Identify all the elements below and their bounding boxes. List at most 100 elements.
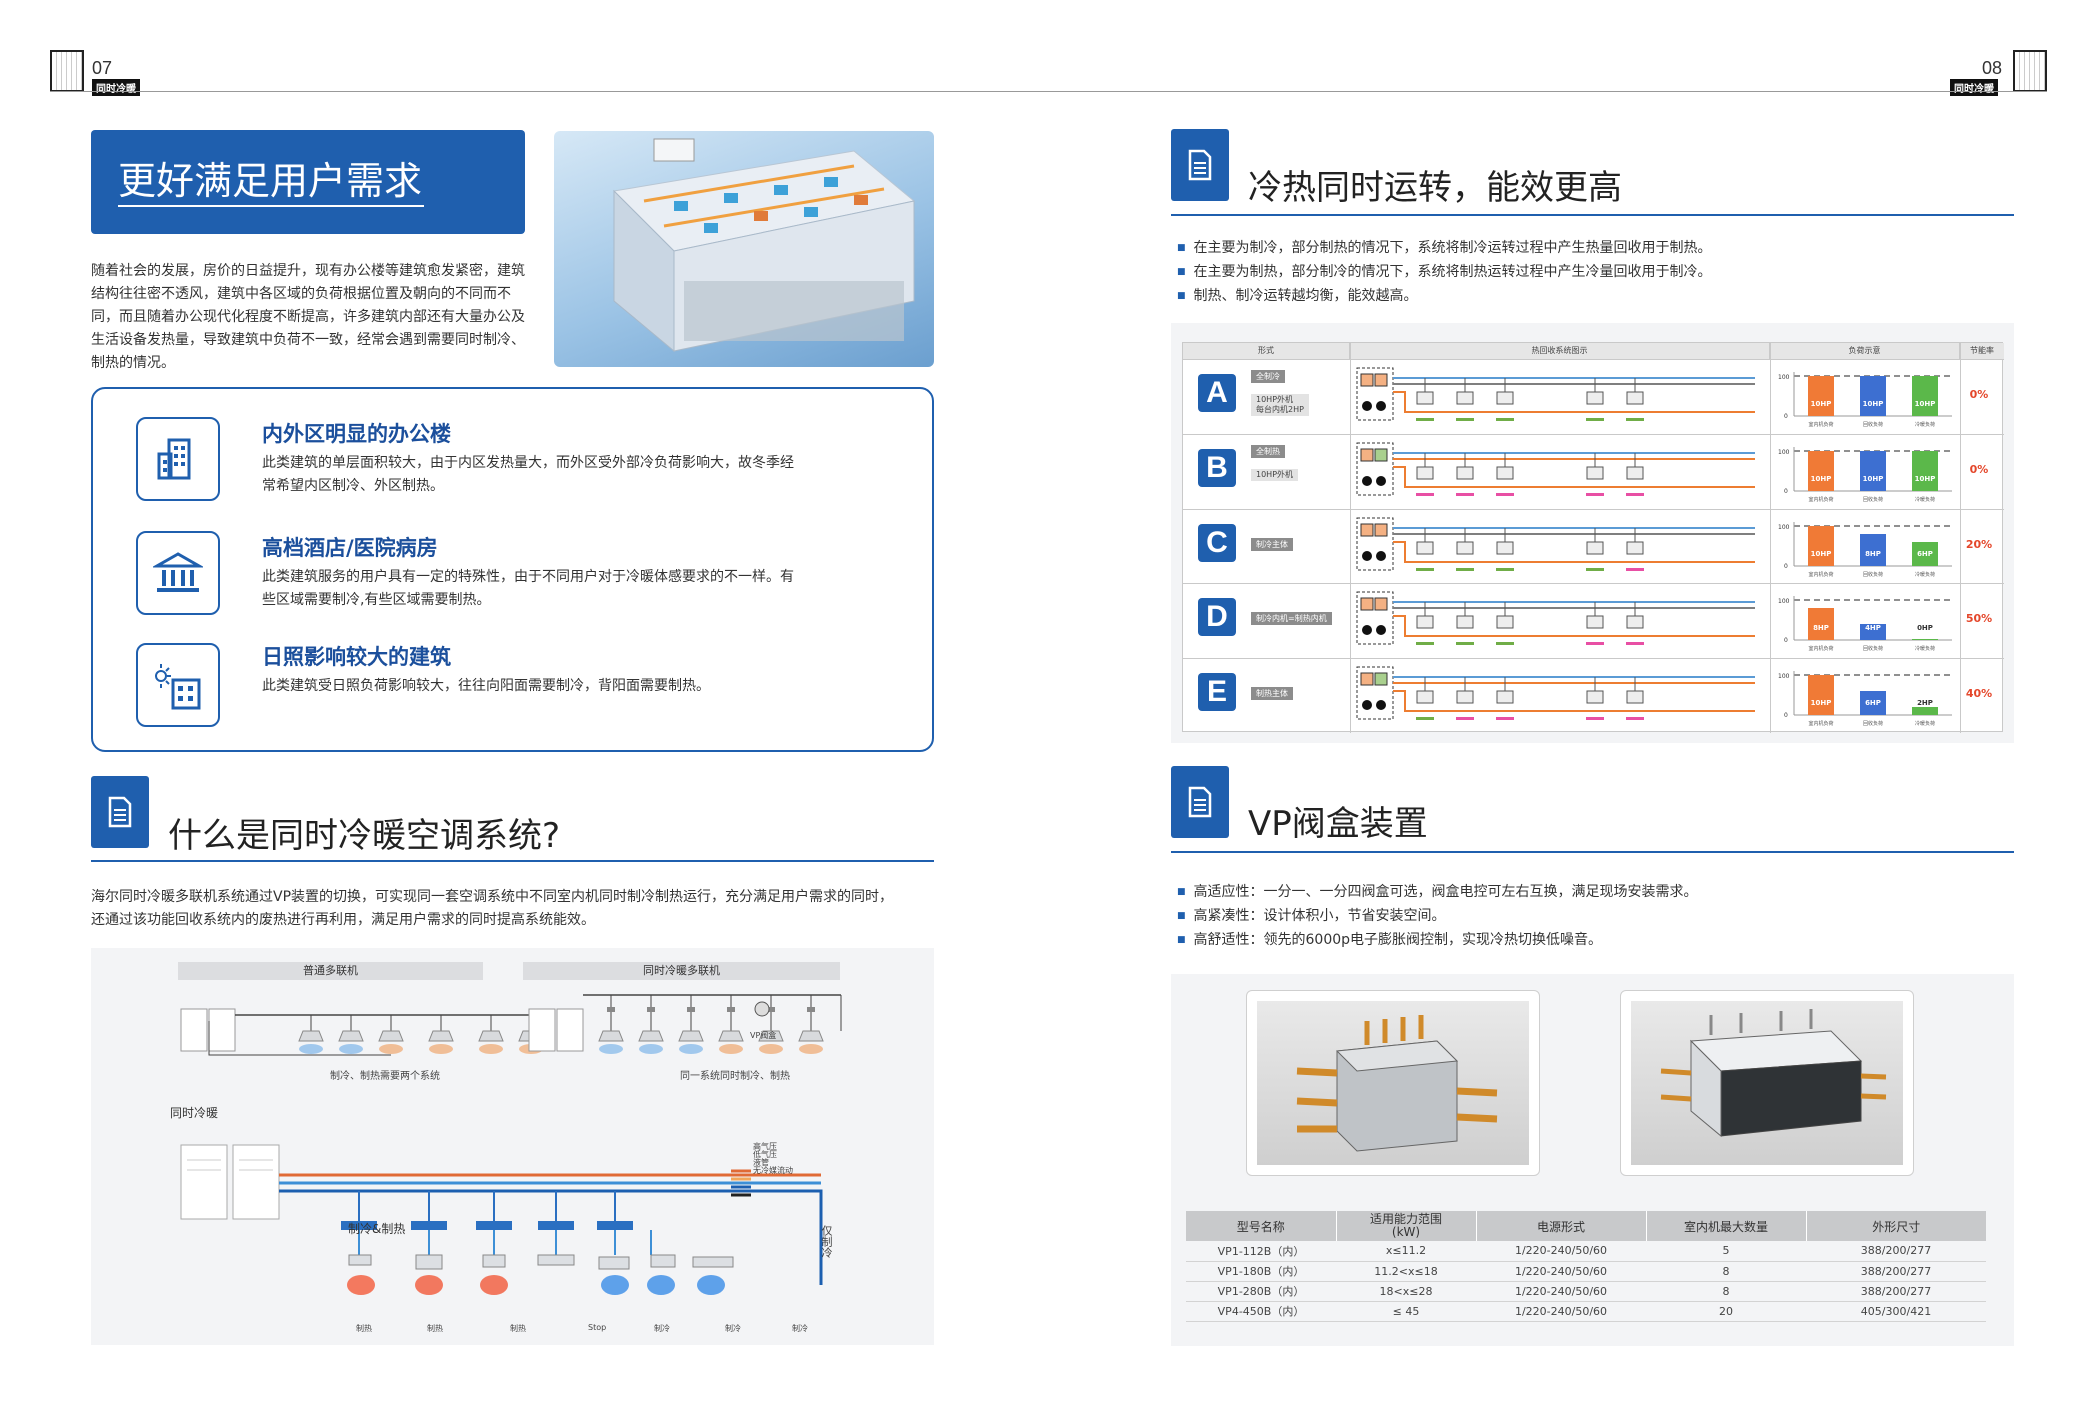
unit-label-7: 制冷 [792, 1324, 808, 1333]
load-bar [1808, 608, 1834, 641]
mode-letter: C [1198, 523, 1236, 562]
system-title: 什么是同时冷暖空调系统? [168, 816, 561, 856]
mode-col-diagram: 热回收系统图示 [1350, 343, 1770, 359]
col-model: 型号名称 [1186, 1211, 1337, 1241]
case-title-office: 内外区明显的办公楼 [262, 422, 451, 446]
vp-bullets: 高适应性：一分一、一分四阀盒可选，阀盒电控可左右互换，满足现场安装需求。 高紧凑… [1177, 880, 1997, 952]
building-cutaway-illustration [554, 131, 934, 367]
intro-title: 更好满足用户需求 [118, 159, 423, 203]
load-bar-label: 冷暖负荷 [1915, 571, 1935, 578]
normal-vrf-header: 普通多联机 [178, 962, 483, 980]
load-bar-label: 室内机负荷 [1808, 421, 1833, 428]
load-bar [1912, 707, 1938, 716]
load-bar [1912, 541, 1938, 566]
efficiency-title-rule [1171, 214, 2014, 216]
header-rule [50, 91, 2047, 92]
mode-tag: 制冷内机=制热内机 [1251, 612, 1332, 626]
vp-valve-box-image-1 [1246, 990, 1540, 1176]
page-number-right: 08 [1982, 58, 2003, 78]
vp-valve-box-image-2 [1620, 990, 1914, 1176]
load-axis-top: 100 [1778, 524, 1790, 531]
vp-table-cell: 8 [1646, 1281, 1806, 1302]
vp-table-cell: VP1-180B（内） [1186, 1261, 1336, 1282]
book-icon-left [50, 50, 84, 92]
saving-rate: 0% [1969, 462, 1989, 476]
mode-schematic [1356, 367, 1755, 421]
mode-schematic [1356, 666, 1755, 721]
load-bar-label: 回收负荷 [1863, 571, 1883, 578]
load-bar-label: 室内机负荷 [1808, 645, 1833, 652]
system-title-rule [91, 860, 934, 862]
unit-label-1: 制热 [356, 1324, 372, 1333]
load-bar-value: 10HP [1915, 475, 1936, 483]
hotel-icon [136, 531, 220, 615]
load-bar-value: 10HP [1915, 400, 1936, 408]
system-paragraph: 海尔同时冷暖多联机系统通过VP装置的切换，可实现同一套空调系统中不同室内机同时制… [91, 889, 894, 928]
vp-table-cell: 18<x≤28 [1336, 1281, 1476, 1302]
mode-letter: E [1198, 673, 1236, 712]
load-bar [1808, 450, 1834, 491]
load-bar [1860, 376, 1886, 416]
system-schematic [180, 994, 842, 1295]
simul-vrf-header: 同时冷暖多联机 [523, 962, 840, 980]
page-tag-left: 同时冷暖 [92, 79, 140, 96]
mode-tag: 全制冷 [1251, 370, 1285, 383]
load-bar-value: 6HP [1917, 550, 1933, 558]
book-icon-right [2013, 50, 2047, 92]
saving-rate: 0% [1969, 388, 1989, 401]
mode-tag: 全制热 [1251, 444, 1285, 458]
load-axis-top: 100 [1778, 449, 1790, 456]
col-power: 电源形式 [1476, 1211, 1647, 1241]
mode-letter: D [1198, 598, 1236, 637]
load-bar-value: 8HP [1865, 550, 1881, 558]
load-bar-label: 冷暖负荷 [1915, 720, 1935, 727]
page-tag-right: 同时冷暖 [1950, 79, 1998, 96]
load-bar-label: 室内机负荷 [1808, 496, 1833, 503]
mode-tag: 制冷主体 [1251, 537, 1293, 551]
load-bar-label: 回收负荷 [1863, 421, 1883, 428]
load-bar-value: 10HP [1863, 475, 1884, 483]
vp-table-cell: 5 [1646, 1241, 1806, 1262]
vp-title: VP阀盒装置 [1248, 804, 1428, 844]
vp-table-cell: 1/220-240/50/60 [1476, 1281, 1646, 1302]
mode-schematic [1356, 517, 1755, 571]
load-bar-label: 回收负荷 [1863, 645, 1883, 652]
unit-label-2: 制热 [427, 1324, 443, 1333]
mode-schematic [1356, 591, 1755, 646]
mode-col-saving: 节能率 [1960, 343, 2004, 359]
vp-table-cell: 8 [1646, 1261, 1806, 1282]
unit-label-6: 制冷 [725, 1324, 741, 1333]
load-bar-value: 10HP [1811, 400, 1832, 408]
load-bar-value: 4HP [1865, 624, 1881, 632]
vp-table-cell: ≤ 45 [1336, 1301, 1476, 1322]
vp-table-cell: 1/220-240/50/60 [1476, 1241, 1646, 1262]
load-axis-zero: 0 [1784, 488, 1788, 495]
normal-vrf-caption: 制冷、制热需要两个系统 [330, 1071, 440, 1082]
efficiency-bullets: 在主要为制冷，部分制热的情况下，系统将制冷运转过程中产生热量回收用于制热。 在主… [1177, 236, 1997, 308]
vp-table-cell: 388/200/277 [1806, 1241, 1986, 1262]
vp-table-cell: 11.2<x≤18 [1336, 1261, 1476, 1282]
cool-heat-label: 制冷&制热 [348, 1222, 406, 1236]
case-desc-hotel: 此类建筑服务的用户具有一定的特殊性，由于不同用户对于冷暖体感要求的不一样。有 些… [262, 569, 794, 608]
unit-label-4: Stop [588, 1323, 607, 1332]
vp-table-cell: VP4-450B（内） [1186, 1301, 1336, 1322]
mode-col-load: 负荷示意 [1770, 343, 1960, 359]
load-bar [1860, 450, 1886, 491]
load-bar-label: 室内机负荷 [1808, 720, 1833, 727]
vp-table-cell: 1/220-240/50/60 [1476, 1301, 1646, 1322]
mode-tag: 制热主体 [1251, 687, 1293, 701]
efficiency-title: 冷热同时运转，能效更高 [1248, 168, 1622, 208]
intro-title-underline [118, 205, 424, 207]
vp-table-cell: 388/200/277 [1806, 1281, 1986, 1302]
vp-spec-table: 型号名称 适用能力范围(kW) 电源形式 室内机最大数量 外形尺寸 VP1-11… [1186, 1211, 1986, 1322]
mode-letter: B [1198, 448, 1236, 487]
